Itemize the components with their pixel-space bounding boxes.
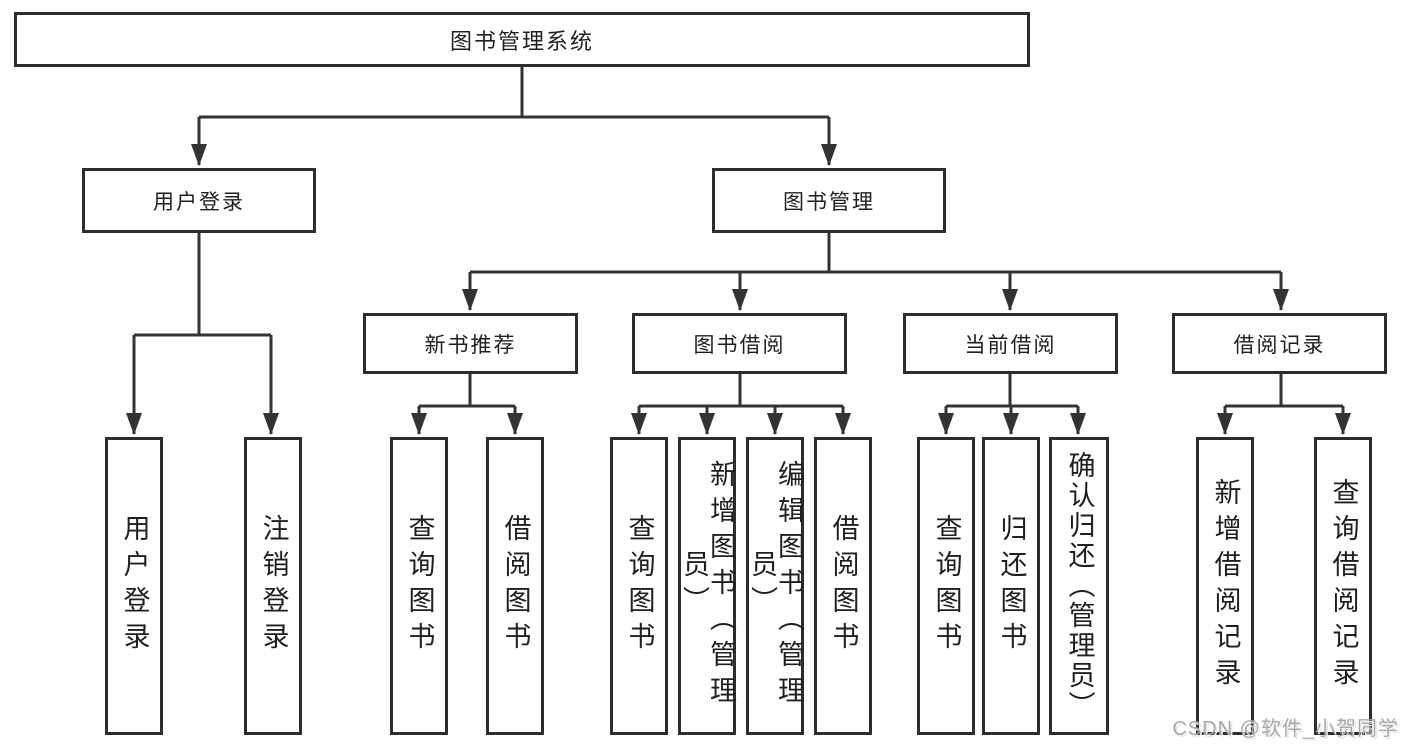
leaf-add-borrow-record: 新增借阅记录	[1196, 437, 1254, 735]
leaf-query-borrow-record: 查询借阅记录	[1314, 437, 1372, 735]
node-book-borrowing: 图书借阅	[632, 313, 847, 374]
csdn-watermark: CSDN @软件_小贺同学	[1172, 718, 1399, 740]
leaf-user-login: 用户登录	[105, 437, 163, 735]
node-current-borrowing: 当前借阅	[903, 313, 1118, 374]
node-book-management: 图书管理	[712, 168, 946, 233]
leaf-query-book-borrowing: 查询图书	[610, 437, 668, 735]
leaf-confirm-return-admin: 确认归还（管理员）	[1049, 437, 1109, 735]
node-new-book-recommendation: 新书推荐	[363, 313, 578, 374]
leaf-query-book-recommendation: 查询图书	[390, 437, 448, 735]
node-borrowing-records: 借阅记录	[1172, 313, 1387, 374]
node-user-login: 用户登录	[82, 168, 316, 233]
leaf-logout: 注销登录	[244, 437, 302, 735]
leaf-return-book: 归还图书	[982, 437, 1040, 735]
node-root-system: 图书管理系统	[14, 12, 1030, 67]
leaf-borrow-book-borrowing: 借阅图书	[814, 437, 872, 735]
leaf-borrow-book-recommendation: 借阅图书	[486, 437, 544, 735]
leaf-edit-book-admin: 编辑图书（管理员）	[746, 437, 804, 735]
leaf-query-book-current: 查询图书	[917, 437, 975, 735]
leaf-add-book-admin: 新增图书（管理员）	[678, 437, 736, 735]
